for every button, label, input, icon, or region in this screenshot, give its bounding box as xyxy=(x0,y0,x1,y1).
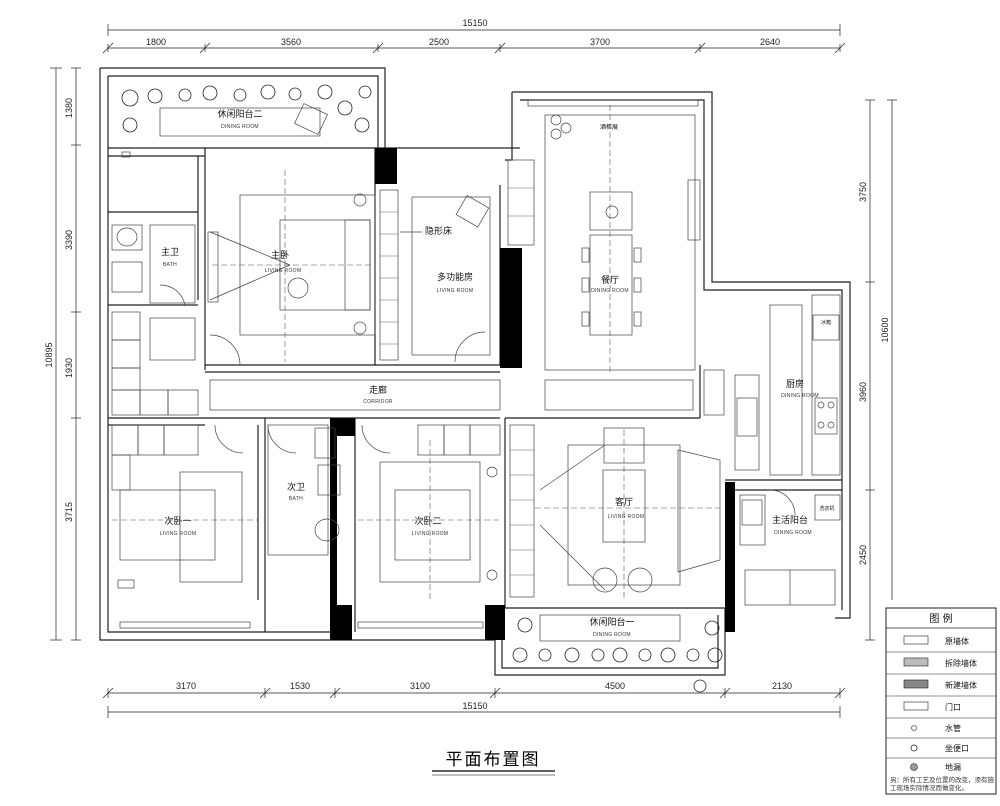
top-dimensions: 15150 1800 3560 2500 3700 2640 xyxy=(102,18,846,54)
leisure-balcony-1: 休闲阳台一 DINING ROOM xyxy=(119,614,723,693)
kitchen-sub: DINING ROOM xyxy=(781,393,819,399)
left-dim-2: 3390 xyxy=(64,230,74,250)
bottom-dim-3: 3100 xyxy=(410,681,430,691)
outer-walls xyxy=(99,67,851,676)
multi-room-label: 多功能房 xyxy=(437,271,473,283)
leisure-balcony-2: 休闲阳台二 DINING ROOM xyxy=(121,84,372,158)
top-dim-5: 2640 xyxy=(760,37,780,47)
right-dimensions: 3750 3960 2450 10600 xyxy=(858,99,897,641)
restaurant-label: 餐厅 xyxy=(601,274,619,286)
leisure-balcony-2-sub: DINING ROOM xyxy=(221,124,259,130)
master-balcony-sub: DINING ROOM xyxy=(774,530,812,536)
second-bedroom-1: 次卧一 LIVING ROOM xyxy=(111,424,258,589)
leisure-balcony-2-label: 休闲阳台二 xyxy=(217,108,262,120)
hidden-bed-label: 隐形床 xyxy=(425,225,452,237)
master-bath: 主卫 BATH xyxy=(111,224,196,361)
legend-item-4: 门口 xyxy=(945,702,961,712)
corridor-sub: CORRIDOR xyxy=(363,399,393,405)
wine-cabinet-label: 酒柜展 xyxy=(600,123,618,131)
top-dim-1: 1800 xyxy=(146,37,166,47)
multi-function-room: 隐形床 多功能房 LIVING ROOM xyxy=(379,189,491,363)
new-wall-blocks xyxy=(330,148,735,640)
living-room-sub: LIVING ROOM xyxy=(608,514,645,520)
legend-note: 另：所有工艺及位置的改变，须有施工现场实际情况而做变化。 xyxy=(890,776,994,792)
kitchen-label: 厨房 xyxy=(786,378,804,390)
master-bedroom-label: 主卧 xyxy=(271,249,289,261)
living-room: 客厅 LIVING ROOM xyxy=(509,424,721,600)
second-bath-sub: BATH xyxy=(289,496,303,502)
plan-title: 平面布置图 xyxy=(446,750,541,770)
legend-item-2: 拆除墙体 xyxy=(945,658,977,668)
floor-drain-icon xyxy=(910,763,918,771)
corridor-label: 走廊 xyxy=(369,384,387,396)
kitchen-sink-icon xyxy=(736,397,758,437)
top-dim-3: 2500 xyxy=(429,37,449,47)
drawing-title: 平面布置图 xyxy=(432,750,555,776)
master-bath-label: 主卫 xyxy=(161,246,179,258)
new-wall-swatch xyxy=(903,679,929,689)
multi-room-sub: LIVING ROOM xyxy=(437,288,474,294)
bottom-total-dimension: 15150 xyxy=(462,701,487,711)
bottom-dim-5: 2130 xyxy=(772,681,792,691)
left-dim-1: 1380 xyxy=(64,98,74,118)
left-total-dimension: 10895 xyxy=(44,342,54,367)
corridor: 走廊 CORRIDOR xyxy=(111,311,694,416)
left-dim-3: 1930 xyxy=(64,358,74,378)
master-bath-sub: BATH xyxy=(163,262,177,268)
doorway-swatch xyxy=(903,701,929,711)
legend-item-6: 坐便口 xyxy=(945,743,969,753)
second-bedroom-2: 次卧二 LIVING ROOM xyxy=(358,424,501,600)
bottom-dimensions: 3170 1530 3100 4500 2130 15150 xyxy=(102,681,846,718)
right-dim-2: 3960 xyxy=(858,382,868,402)
fridge-label: 冰箱 xyxy=(821,319,831,326)
master-balcony-label: 主活阳台 xyxy=(772,514,808,526)
legend-item-7: 地漏 xyxy=(945,762,961,772)
legend-item-3: 新建墙体 xyxy=(945,680,977,690)
left-dimensions: 10895 1380 3390 1930 3715 xyxy=(44,67,81,641)
plant-icons xyxy=(121,84,372,133)
top-dim-2: 3560 xyxy=(281,37,301,47)
restaurant: 餐厅 DINING ROOM 酒柜展 xyxy=(507,99,701,375)
second-bath-toilet-icon xyxy=(314,518,340,542)
laundry-sink-icon xyxy=(741,499,763,526)
restaurant-sub: DINING ROOM xyxy=(591,288,629,294)
washer-label: 洗衣机 xyxy=(819,505,834,512)
right-dim-1: 3750 xyxy=(858,182,868,202)
master-bedroom-sub: LIVING ROOM xyxy=(265,268,302,274)
second-bath: 次卫 BATH xyxy=(267,424,341,556)
kitchen: 厨房 DINING ROOM 冰箱 xyxy=(703,294,841,476)
leisure-balcony-1-sub: DINING ROOM xyxy=(593,632,631,638)
legend-item-5: 水管 xyxy=(945,723,961,733)
legend-title: 图 例 xyxy=(929,612,952,625)
top-total-dimension: 15150 xyxy=(462,18,487,28)
top-dim-4: 3700 xyxy=(590,37,610,47)
stove-icon xyxy=(814,397,838,435)
second-bed-2-label: 次卧二 xyxy=(414,515,441,527)
water-pipe-icon xyxy=(911,725,917,731)
legend: 图 例 原墙体 拆除墙体 新建墙体 门口 水管 坐便口 地漏 xyxy=(885,607,997,795)
original-wall-swatch xyxy=(903,635,929,645)
right-total-dimension: 10600 xyxy=(880,317,890,342)
master-bedroom: 主卧 LIVING ROOM xyxy=(207,170,376,366)
second-bed-1-label: 次卧一 xyxy=(164,515,191,527)
second-bath-sink-icon xyxy=(317,464,341,496)
master-balcony: 洗衣机 主活阳台 DINING ROOM xyxy=(739,489,841,606)
toilet-outlet-icon xyxy=(910,744,918,752)
right-dim-3: 2450 xyxy=(858,545,868,565)
interior-walls xyxy=(108,147,842,632)
legend-item-1: 原墙体 xyxy=(945,636,969,646)
bottom-dim-4: 4500 xyxy=(605,681,625,691)
second-bed-1-sub: LIVING ROOM xyxy=(160,531,197,537)
bottom-dim-1: 3170 xyxy=(176,681,196,691)
demolished-wall-swatch xyxy=(903,657,929,667)
leisure-balcony-1-label: 休闲阳台一 xyxy=(589,616,634,628)
bottom-dim-2: 1530 xyxy=(290,681,310,691)
toilet-icon xyxy=(116,227,138,247)
sink-icon xyxy=(111,261,143,293)
left-dim-4: 3715 xyxy=(64,502,74,522)
bottom-plant-icons xyxy=(512,617,723,693)
second-bath-label: 次卫 xyxy=(287,481,305,493)
